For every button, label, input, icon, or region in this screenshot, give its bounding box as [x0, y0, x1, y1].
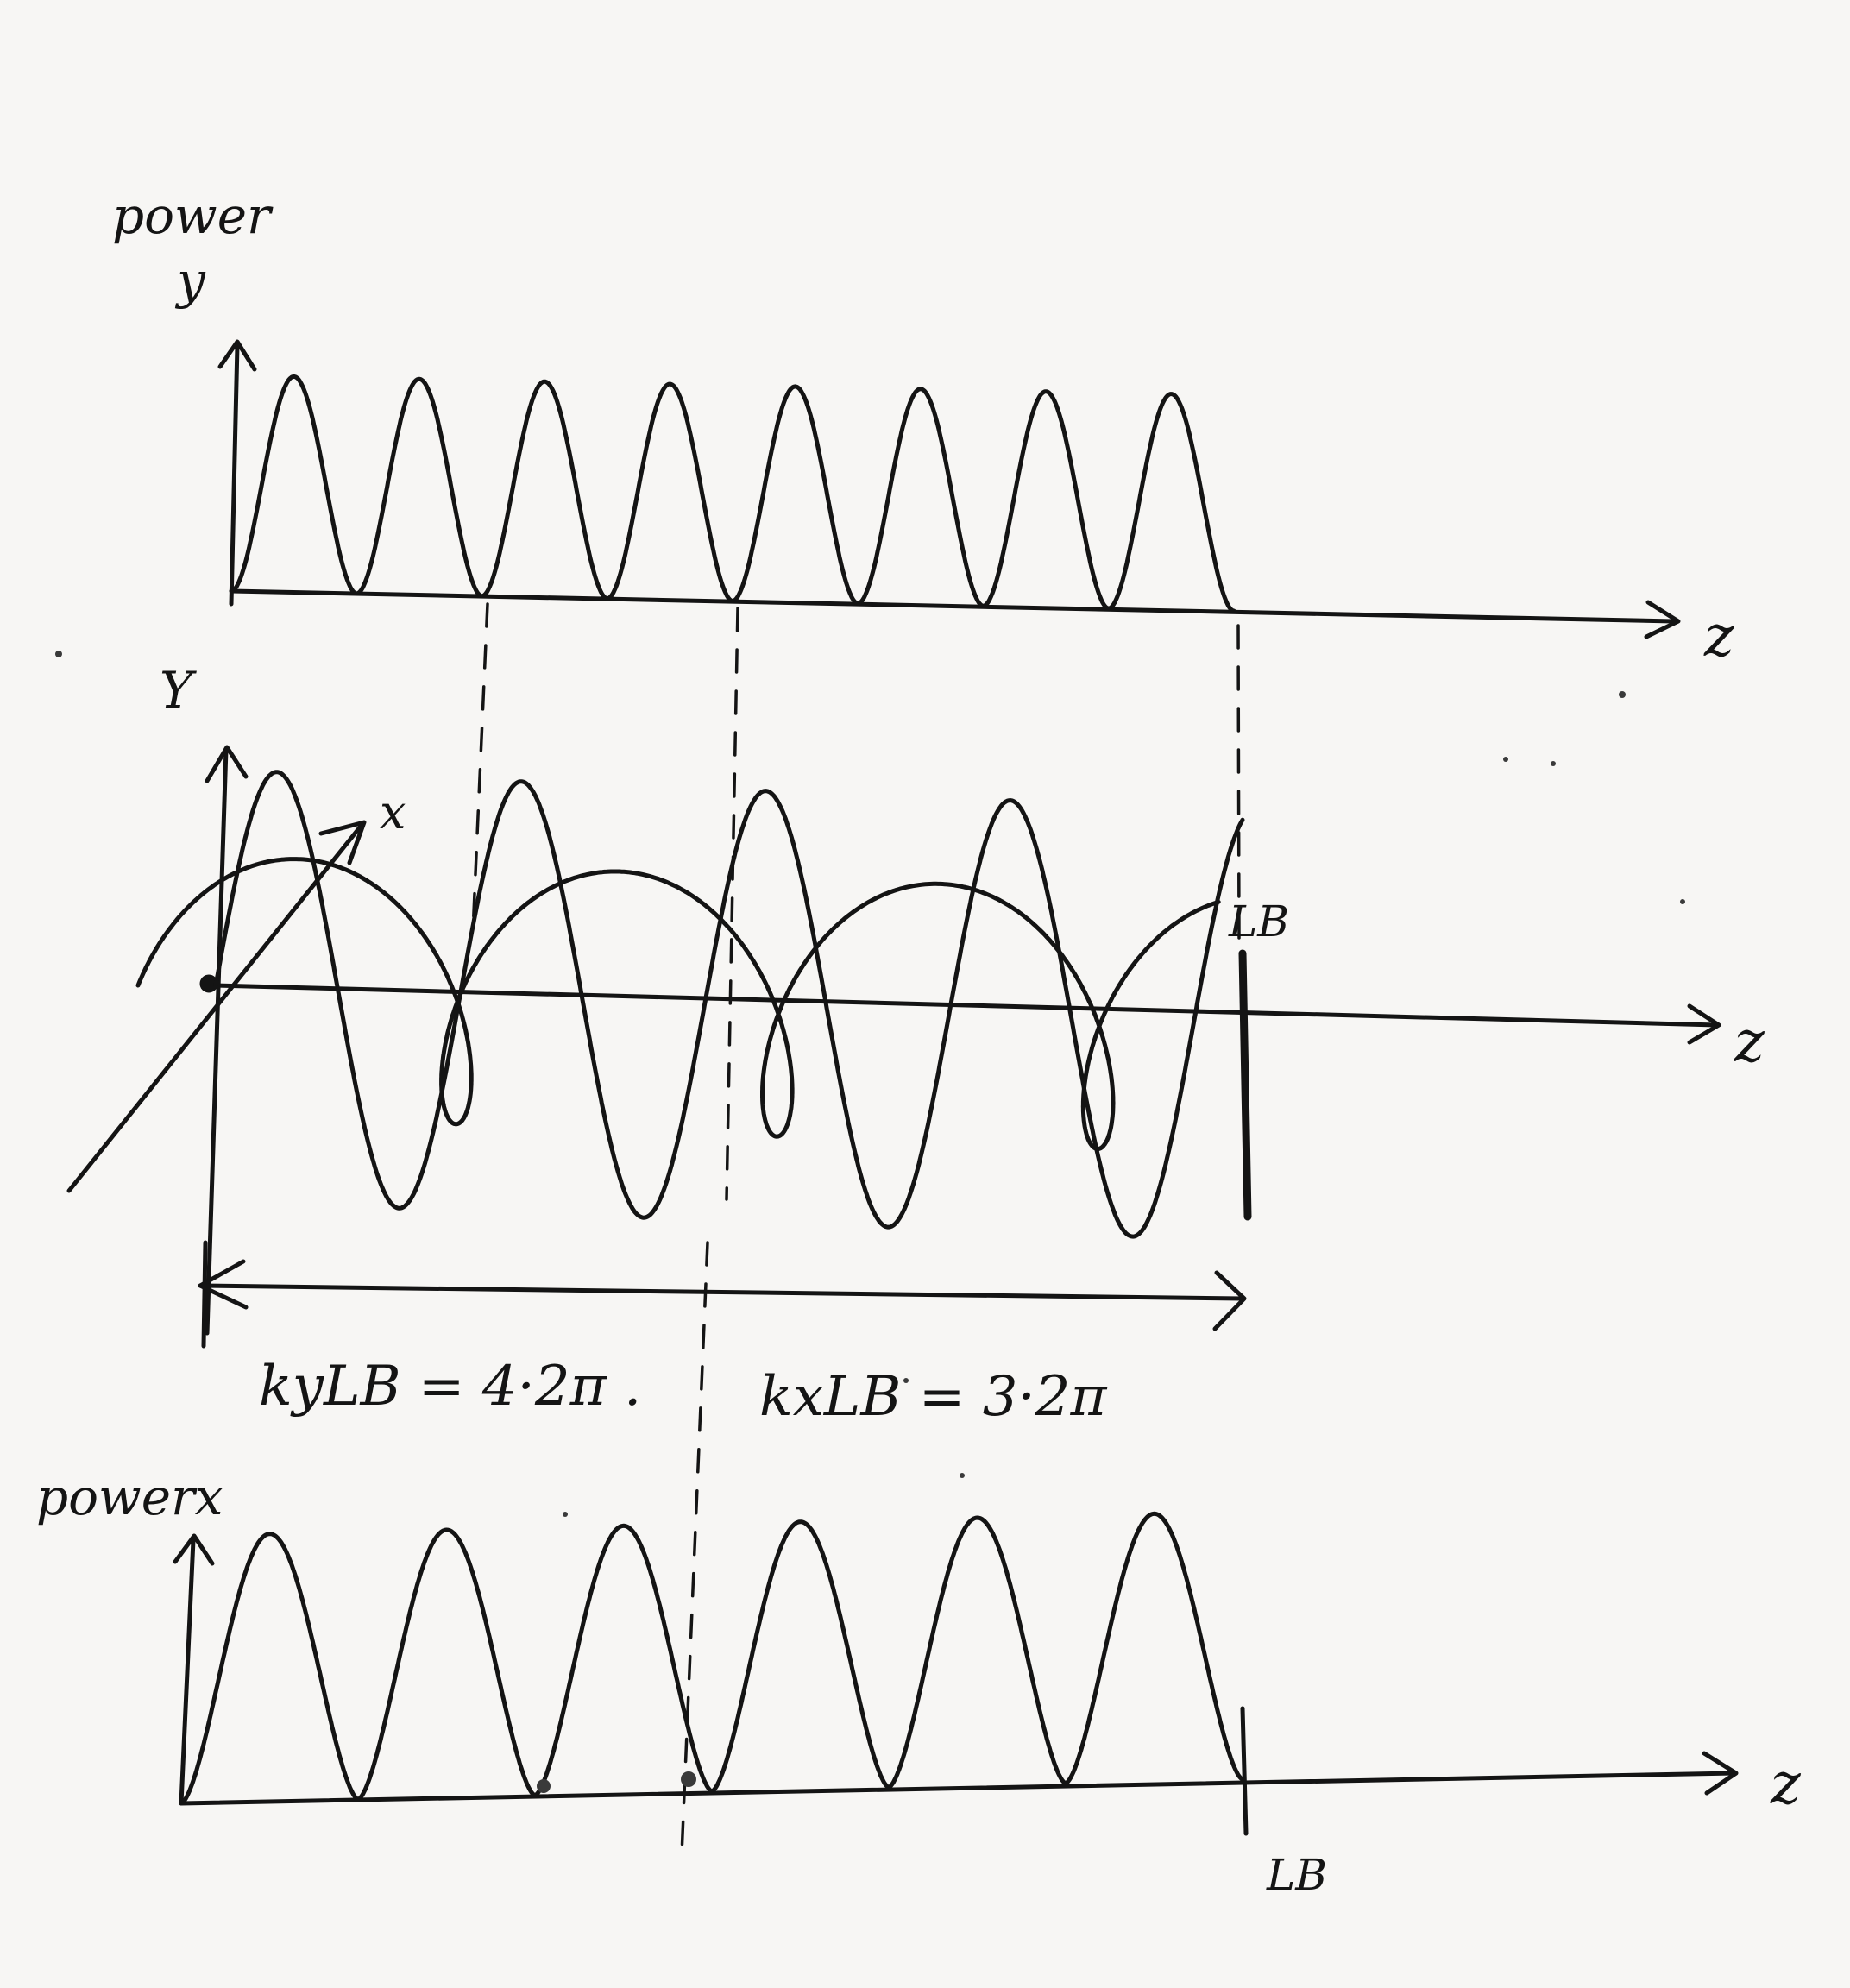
power-x-panel: powerx z LB	[36, 1468, 1802, 1900]
power-x-mark-1	[537, 1779, 551, 1793]
paper-specks	[55, 651, 1685, 1517]
guide-line-1	[471, 602, 489, 934]
field-end-marker	[1238, 949, 1252, 1221]
power-x-z-axis	[179, 1771, 1737, 1806]
field-y-component-wave	[213, 770, 1245, 1239]
power-y-z-arrowhead	[1644, 600, 1681, 639]
power-x-mark-2	[681, 1771, 696, 1787]
span-left-tick	[201, 1240, 208, 1349]
field-y-label: Y	[160, 661, 197, 720]
power-y-z-label: z	[1703, 603, 1735, 670]
field-x-label: x	[380, 785, 406, 840]
power-y-label-line1: power	[112, 186, 274, 245]
power-y-panel: power y z	[112, 186, 1735, 670]
field-y-axis	[205, 746, 229, 1336]
power-x-vertical-axis	[179, 1538, 196, 1806]
field-z-axis	[213, 983, 1720, 1028]
field-y-arrowhead	[205, 745, 249, 783]
span-arrow-right-head	[1212, 1270, 1247, 1331]
guide-lines	[471, 602, 1241, 1857]
power-x-label: powerx	[36, 1468, 223, 1526]
guide-line-3	[1236, 624, 1241, 942]
power-y-label-line2: y	[174, 251, 206, 310]
field-x-axis	[66, 821, 365, 1193]
span-arrow-line	[198, 1283, 1245, 1301]
field-origin-dot	[199, 974, 218, 993]
power-y-vertical-axis	[229, 343, 240, 607]
power-y-axis-arrowhead	[217, 339, 257, 372]
power-y-z-axis	[229, 588, 1677, 624]
kx-annotation: kxLB = 3·2π	[759, 1365, 1108, 1429]
power-x-lb-tick	[1240, 1706, 1249, 1836]
guide-line-2	[725, 607, 739, 1201]
power-x-z-label: z	[1770, 1751, 1802, 1817]
power-y-curve	[229, 374, 1236, 613]
guide-line-4	[680, 1241, 709, 1857]
field-x-arrowhead	[318, 820, 367, 865]
power-x-curve	[179, 1511, 1245, 1806]
span-arrow-left-head	[198, 1259, 249, 1310]
power-x-axis-arrowhead	[173, 1533, 215, 1566]
field-z-label: z	[1734, 1009, 1765, 1075]
ky-annotation: kyLB = 4·2π .	[259, 1355, 641, 1419]
field-panel: Y x z LB	[66, 661, 1765, 1349]
power-x-lb-label: LB	[1266, 1850, 1327, 1900]
field-lb-label: LB	[1228, 896, 1289, 947]
field-x-component-wave	[135, 857, 1221, 1151]
power-x-z-arrowhead	[1702, 1751, 1739, 1796]
field-z-arrowhead	[1687, 1003, 1721, 1045]
